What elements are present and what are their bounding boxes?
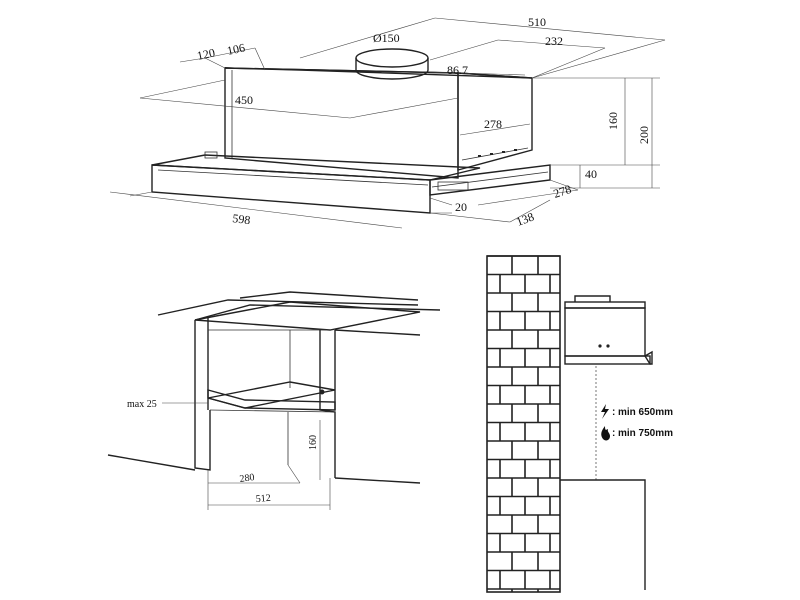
dim-height-total: 200 [637,126,651,144]
dim-visor-extension: 138 [514,210,536,229]
clearance-gas-colon: : [612,428,615,439]
dim-front-offset: 20 [455,200,467,214]
dim-body-width: 450 [235,93,253,107]
cabinet-isometric [107,291,441,510]
hood-side-view [564,295,653,365]
dim-depth-total: 510 [528,15,546,29]
clearance-electric: : min 650mm [601,404,673,419]
dim-max-gap: max 25 [127,399,157,410]
dim-duct-diameter: Ø150 [373,31,400,45]
dim-left-a: 120 [196,45,217,62]
clearance-gas: : min 750mm [601,426,673,441]
clearance-gas-value: min 750mm [618,428,673,439]
dim-duct-offset: 86.7 [447,63,468,77]
dim-cabinet-depth: 280 [239,472,255,485]
dim-inner-depth: 278 [484,117,502,131]
visor-clip [204,151,218,159]
dim-cabinet-width: 512 [255,493,271,505]
lightning-icon [601,404,609,419]
duct-collar [355,48,429,80]
hood-isometric: 510 232 Ø150 86.7 120 106 450 278 160 20… [109,15,666,229]
clearance-electric-colon: : [612,407,615,418]
dim-overall-width: 598 [232,211,252,227]
dim-height-body: 160 [606,112,620,130]
brick-wall-outline [486,255,561,593]
flame-icon [601,426,610,441]
dim-left-b: 106 [226,40,247,57]
hood-side-panel [224,67,459,179]
dim-cabinet-height: 160 [308,435,319,450]
hood-vent-slots [478,149,517,157]
dim-visor-depth: 278 [552,182,573,201]
dim-top-depth: 232 [545,34,563,48]
dim-front-height: 40 [585,167,597,181]
brick-wall [486,255,561,593]
clearance-electric-value: min 650mm [618,407,673,418]
hood-right-box [457,72,533,171]
hood-dimension-lines [109,17,666,229]
control-panel [437,181,469,191]
worktop [560,479,646,590]
